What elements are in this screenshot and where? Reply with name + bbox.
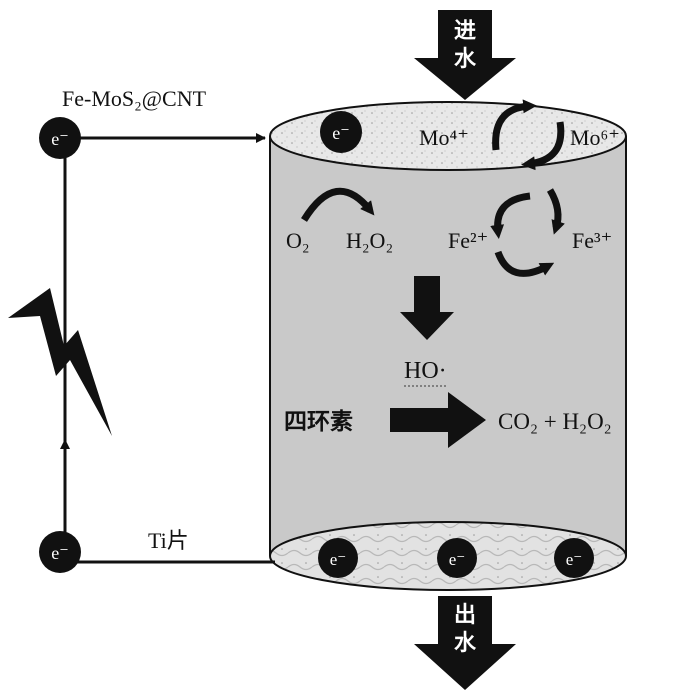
h2o2-label: H₂O₂	[346, 228, 393, 253]
inlet-label-2: 水	[454, 47, 477, 72]
electron-circuit-top: e⁻	[39, 117, 81, 159]
inlet-arrow: 进 水	[414, 10, 516, 100]
cathode-material-label: Fe-MoS₂@CNT	[62, 86, 207, 111]
cathode-ellipse	[269, 101, 627, 171]
mo4-label: Mo⁴⁺	[419, 125, 469, 150]
pollutant-label: 四环素	[284, 408, 353, 435]
o2-to-h2o2-arrow	[301, 187, 375, 222]
hydroxyl-radical-label: HO·	[404, 358, 447, 384]
down-arrow	[400, 276, 454, 340]
degradation-arrow	[390, 392, 486, 448]
outlet-label-2: 水	[454, 631, 477, 656]
mo-cycle-circular-arrows-icon	[492, 99, 565, 171]
fe2-label: Fe²⁺	[448, 228, 488, 253]
inlet-label-1: 进	[454, 19, 476, 44]
fe-cycle-circular-arrows-icon	[490, 188, 565, 277]
electron-label: e⁻	[332, 123, 350, 143]
electron-circuit-bottom: e⁻	[39, 531, 81, 573]
fe3-label: Fe³⁺	[572, 228, 612, 253]
electron-label: e⁻	[449, 550, 466, 569]
products-label: CO₂ + H₂O₂	[498, 409, 612, 434]
outlet-arrow: 出 水	[414, 596, 516, 690]
anode-material-label: Ti片	[148, 528, 189, 553]
electron-label: e⁻	[51, 129, 69, 149]
mo6-label: Mo⁶⁺	[570, 125, 620, 150]
electron-anode-2: e⁻	[437, 538, 477, 578]
electron-label: e⁻	[51, 543, 69, 563]
outlet-label-1: 出	[454, 603, 476, 628]
electron-anode-1: e⁻	[318, 538, 358, 578]
external-circuit	[60, 133, 275, 564]
electron-cathode: e⁻	[320, 111, 362, 153]
electron-label: e⁻	[566, 550, 583, 569]
electron-label: e⁻	[330, 550, 347, 569]
o2-label: O₂	[286, 228, 310, 253]
lightning-bolt-icon	[8, 288, 112, 436]
electron-anode-3: e⁻	[554, 538, 594, 578]
reactor-body	[269, 136, 627, 556]
